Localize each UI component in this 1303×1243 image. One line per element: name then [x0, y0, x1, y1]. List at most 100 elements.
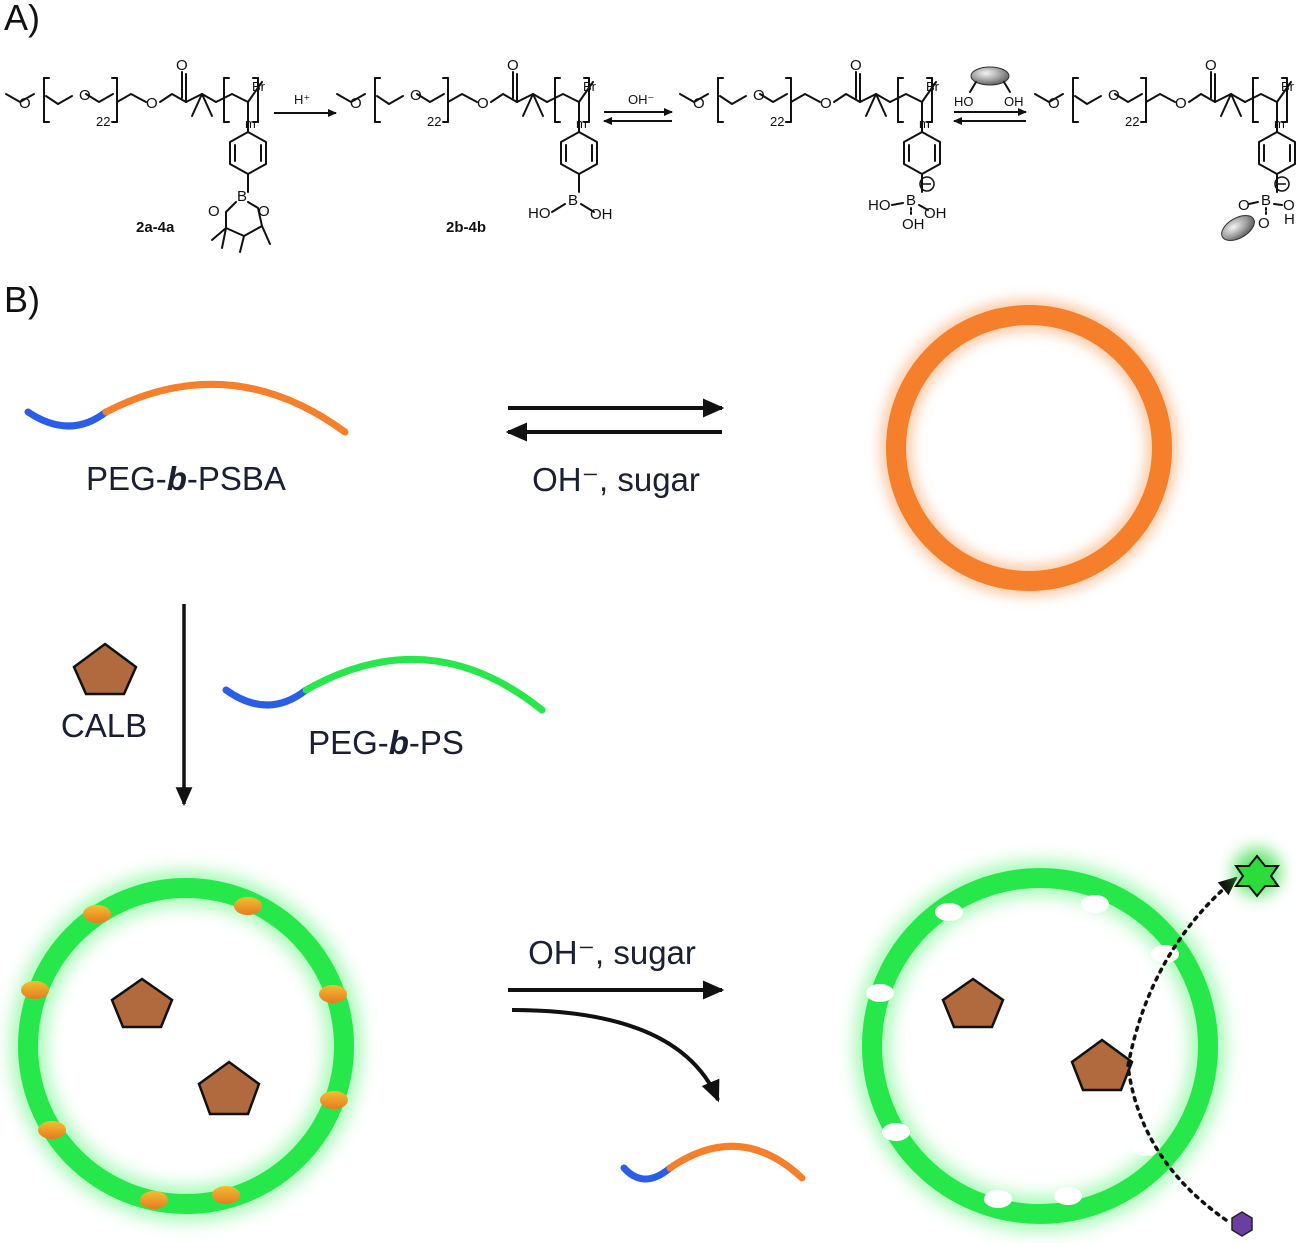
repeat-count: 22	[1125, 114, 1139, 129]
substrate-hexagon-icon	[1231, 1211, 1253, 1237]
enzyme-pentagon-icon	[72, 642, 138, 696]
dotted-path-arrow	[1126, 876, 1238, 1222]
atom-o: O	[19, 95, 31, 112]
atom-o: O	[1258, 215, 1270, 232]
atom-oh: OH	[924, 205, 947, 222]
ps-block	[302, 655, 546, 714]
equilibrium-arrow-sugar: HO OH	[953, 66, 1027, 125]
atom-oh: OH	[590, 206, 613, 223]
psba-domain	[140, 1191, 168, 1209]
atom-br: Br	[252, 79, 266, 94]
atom-b: B	[1261, 192, 1271, 209]
psba-domain	[38, 1121, 66, 1139]
equilibrium-arrow-base: OH⁻	[603, 92, 673, 125]
atom-b: B	[237, 188, 247, 205]
psba-domain	[320, 1091, 348, 1109]
atom-o: O	[79, 87, 91, 104]
atom-h: H	[1284, 211, 1295, 228]
atom-br: Br	[583, 79, 597, 94]
psba-domain	[21, 981, 49, 999]
psba-block	[102, 380, 349, 436]
negative-charge-icon	[919, 176, 935, 192]
pore	[935, 903, 963, 921]
panel-a-label: A)	[4, 0, 40, 38]
sugar-icon	[1221, 215, 1255, 241]
atom-br: Br	[926, 79, 940, 94]
compound-sugar-boronate: O O O O 22 m Br B O O O H	[1034, 57, 1296, 241]
atom-ho: HO	[528, 205, 551, 222]
atom-b: B	[568, 192, 578, 209]
repeat-m: m	[1274, 116, 1285, 131]
peg-block	[222, 686, 310, 709]
atom-o: O	[410, 87, 422, 104]
reagent-label-top: OH⁻, sugar	[532, 461, 700, 498]
negative-charge-icon	[1274, 176, 1290, 192]
atom-ho: HO	[868, 197, 891, 214]
psba-block	[666, 1142, 806, 1182]
atom-o: O	[146, 95, 158, 112]
reagent-label-bottom: OH⁻, sugar	[528, 934, 696, 971]
reagent-acid: H⁺	[294, 92, 310, 107]
polymer-peg-b-ps: PEG-b-PS	[222, 655, 546, 761]
pore	[1081, 895, 1109, 913]
enzyme-pentagon-icon	[1070, 1038, 1134, 1092]
pore	[1151, 945, 1179, 963]
reagent-hydroxide: OH⁻	[628, 92, 654, 107]
polymer-peg-b-psba: PEG-b-PSBA	[24, 380, 349, 497]
atom-o: O	[477, 95, 489, 112]
psba-domain	[234, 897, 262, 915]
compound-label-2a-4a: 2a-4a	[136, 219, 175, 236]
enzyme-pentagon-icon	[197, 1060, 261, 1116]
compound-boronic-acid: O O O O 22 m Br B HO OH 2b-4b	[336, 57, 613, 236]
repeat-count: 22	[427, 114, 441, 129]
enzyme-label: CALB	[61, 707, 147, 744]
atom-o: O	[1175, 95, 1187, 112]
pore	[984, 1190, 1012, 1208]
atom-br: Br	[1281, 79, 1295, 94]
atom-o: O	[350, 95, 362, 112]
psba-domain	[212, 1186, 240, 1204]
compound-boronate-anion: O O O O 22 m Br B HO OH OH	[679, 57, 947, 233]
atom-oh: OH	[902, 216, 925, 233]
peg-block	[620, 1164, 674, 1183]
sugar-icon	[970, 66, 1010, 86]
atom-o: O	[1205, 57, 1217, 74]
repeat-m: m	[576, 116, 587, 131]
equilibrium-arrows-top: OH⁻, sugar	[505, 398, 725, 498]
enzyme-pentagon-icon	[110, 977, 174, 1029]
psba-domain	[83, 905, 111, 923]
pore	[866, 984, 894, 1002]
pore	[1054, 1187, 1082, 1205]
atom-b: B	[906, 192, 916, 209]
atom-o: O	[507, 57, 519, 74]
compound-label-2b-4b: 2b-4b	[446, 219, 486, 236]
panel-b-label: B)	[4, 279, 40, 320]
pore	[882, 1123, 910, 1141]
product-star-icon	[1234, 854, 1280, 898]
polymer-label-mid: PEG-b-PS	[308, 724, 464, 761]
atom-o: O	[693, 95, 705, 112]
nanoreactor-vesicle-porous	[855, 861, 1225, 1231]
repeat-count: 22	[770, 114, 784, 129]
atom-o: O	[820, 95, 832, 112]
atom-o: O	[753, 87, 765, 104]
peg-block	[24, 408, 110, 430]
atom-o: O	[176, 57, 188, 74]
substrate-conversion-path	[1126, 848, 1281, 1237]
repeat-count: 22	[96, 114, 110, 129]
atom-o: O	[208, 203, 220, 220]
pore-opening-arrows: OH⁻, sugar	[508, 934, 725, 1103]
psba-domains	[21, 897, 348, 1209]
atom-o: O	[1238, 197, 1250, 214]
release-arrow	[511, 1008, 720, 1103]
repeat-m: m	[919, 116, 930, 131]
psba-domain	[319, 985, 347, 1003]
repeat-m: m	[245, 116, 256, 131]
reaction-arrow-acid: H⁺	[274, 92, 337, 117]
psba-vesicle	[881, 300, 1177, 596]
atom-o: O	[1108, 87, 1120, 104]
atom-oh: OH	[1004, 94, 1024, 109]
compound-pinacol-ester: O O O O 22 m Br B O O 2a-4a	[5, 57, 271, 253]
